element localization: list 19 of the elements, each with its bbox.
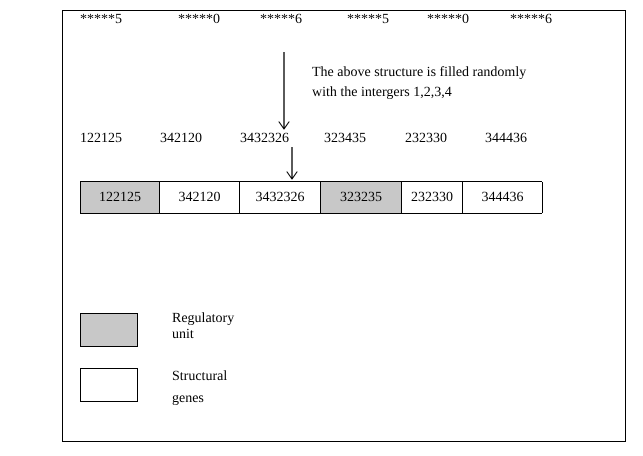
gene-strip — [80, 181, 542, 214]
sequence-text: *****0 — [427, 12, 469, 28]
sequence-text: 122125 — [80, 131, 122, 147]
arrow — [286, 147, 298, 180]
sequence-text: 3432326 — [240, 131, 289, 147]
sequence-text: 323435 — [324, 131, 366, 147]
sequence-text: *****6 — [260, 12, 302, 28]
sequence-text: *****0 — [178, 12, 220, 28]
legend-text: Structural genes — [172, 368, 228, 408]
sequence-text: *****5 — [80, 12, 122, 28]
sequence-text: *****5 — [347, 12, 389, 28]
sequence-text: 342120 — [160, 131, 202, 147]
sequence-text: 232330 — [405, 131, 447, 147]
arrow — [278, 52, 290, 130]
gene-segment: 323235 — [321, 182, 402, 213]
sequence-text: *****6 — [510, 12, 552, 28]
sequence-text: 344436 — [485, 131, 527, 147]
gene-segment: 122125 — [81, 182, 160, 213]
legend-text: Regulatory unit — [172, 311, 236, 343]
